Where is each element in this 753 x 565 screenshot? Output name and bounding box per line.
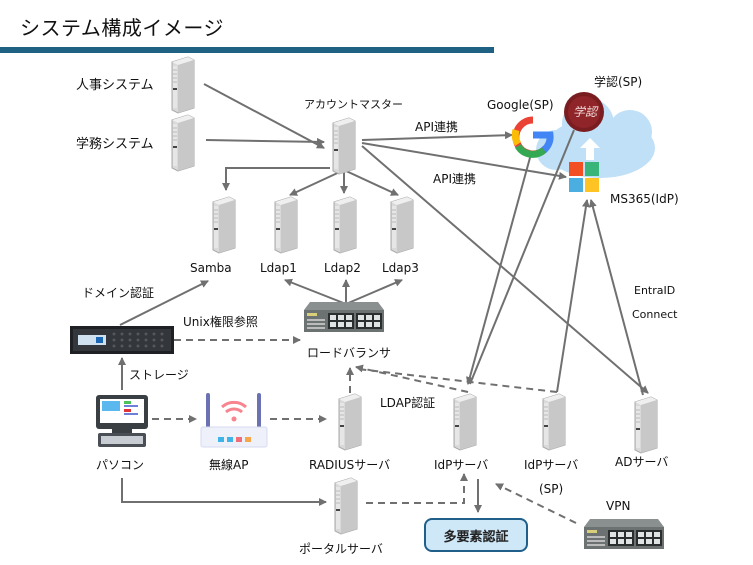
label-api-google: API連携 — [415, 120, 458, 134]
server-icon-ldap1 — [274, 196, 298, 254]
label-hr-system: 人事システム — [76, 78, 154, 93]
edge-lb-to-ldap1 — [284, 278, 347, 305]
edge-master-to-ad — [361, 145, 649, 394]
server-icon-radius — [338, 393, 362, 451]
label-entra-connect: Connect — [632, 308, 678, 321]
server-icon-idp2 — [542, 393, 566, 451]
label-api-ms365: API連携 — [433, 172, 476, 186]
label-ad: ADサーバ — [615, 455, 669, 469]
mfa-box: 多要素認証 — [424, 518, 528, 552]
switch-icon-vpn — [584, 519, 664, 549]
server-icon-ldap3 — [390, 196, 414, 254]
label-vpn-sp: (SP) — [539, 482, 564, 496]
label-ldap-auth: LDAP認証 — [380, 396, 436, 410]
edge-master-to-google — [361, 131, 513, 141]
edge-storage-to-samba — [119, 280, 209, 326]
server-icon-hr — [171, 56, 195, 114]
server-icon-samba — [212, 196, 236, 254]
pc-icon — [96, 395, 148, 447]
gakunin-seal-icon — [564, 92, 604, 132]
label-domain-auth: ドメイン認証 — [82, 286, 155, 300]
label-gakunin: 学認(SP) — [594, 75, 643, 89]
server-icon-idp1 — [453, 393, 477, 451]
label-wireless-ap: 無線AP — [209, 458, 249, 472]
edge-master-to-samba — [222, 167, 330, 191]
edge-vpn-to-idp — [495, 483, 577, 524]
label-idp1: IdPサーバ — [434, 458, 489, 472]
edge-gakunin-to-idp — [469, 129, 575, 385]
label-load-balancer: ロードバランサ — [307, 346, 392, 360]
edge-master-to-ldap1 — [289, 169, 345, 196]
server-icon-account-master — [332, 117, 356, 175]
edge-lb-to-ldap3 — [345, 279, 403, 305]
title-underline — [0, 47, 494, 53]
wireless-ap-icon — [200, 393, 268, 448]
edge-pc-to-portal — [121, 478, 327, 506]
label-vpn: VPN — [606, 499, 631, 513]
label-ms365: MS365(IdP) — [610, 192, 679, 206]
edge-idp2-to-lb — [357, 368, 558, 393]
server-icon-academic — [171, 114, 195, 172]
edge-academic-to-master — [205, 137, 325, 146]
edge-master-to-ldap3 — [343, 169, 399, 196]
page-title: システム構成イメージ — [20, 16, 224, 40]
label-ldap3: Ldap3 — [382, 261, 419, 275]
storage-array-icon — [70, 326, 174, 354]
label-storage: ストレージ — [129, 368, 189, 382]
edge-portal-to-idp — [366, 473, 468, 504]
server-icon-ldap2 — [333, 196, 357, 254]
label-pc: パソコン — [96, 458, 145, 472]
edge-master-to-ms365 — [361, 142, 567, 180]
label-idp2: IdPサーバ — [524, 458, 579, 472]
label-portal: ポータルサーバ — [299, 542, 383, 556]
label-academic-system: 学務システム — [76, 137, 154, 152]
edge-google-to-idp — [465, 153, 532, 385]
edge-idp2-to-ms365 — [556, 199, 590, 393]
gakunin-badge-text: 学認 — [573, 105, 598, 119]
label-samba: Samba — [190, 261, 232, 275]
google-icon — [511, 116, 554, 158]
label-account-master: アカウントマスター — [304, 98, 403, 111]
label-unix-perm: Unix権限参照 — [183, 315, 258, 329]
label-entra-id: EntraID — [634, 284, 676, 297]
server-icon-portal — [334, 477, 358, 535]
switch-icon-load-balancer — [304, 302, 384, 332]
ms365-icon — [569, 138, 600, 192]
edge-hr-to-master — [203, 83, 325, 149]
label-ldap2: Ldap2 — [324, 261, 361, 275]
edge-ad-to-ms365 — [588, 199, 644, 396]
label-radius: RADIUSサーバ — [309, 458, 391, 472]
label-google: Google(SP) — [487, 98, 554, 112]
server-icon-ad — [634, 396, 658, 454]
label-ldap1: Ldap1 — [260, 261, 297, 275]
